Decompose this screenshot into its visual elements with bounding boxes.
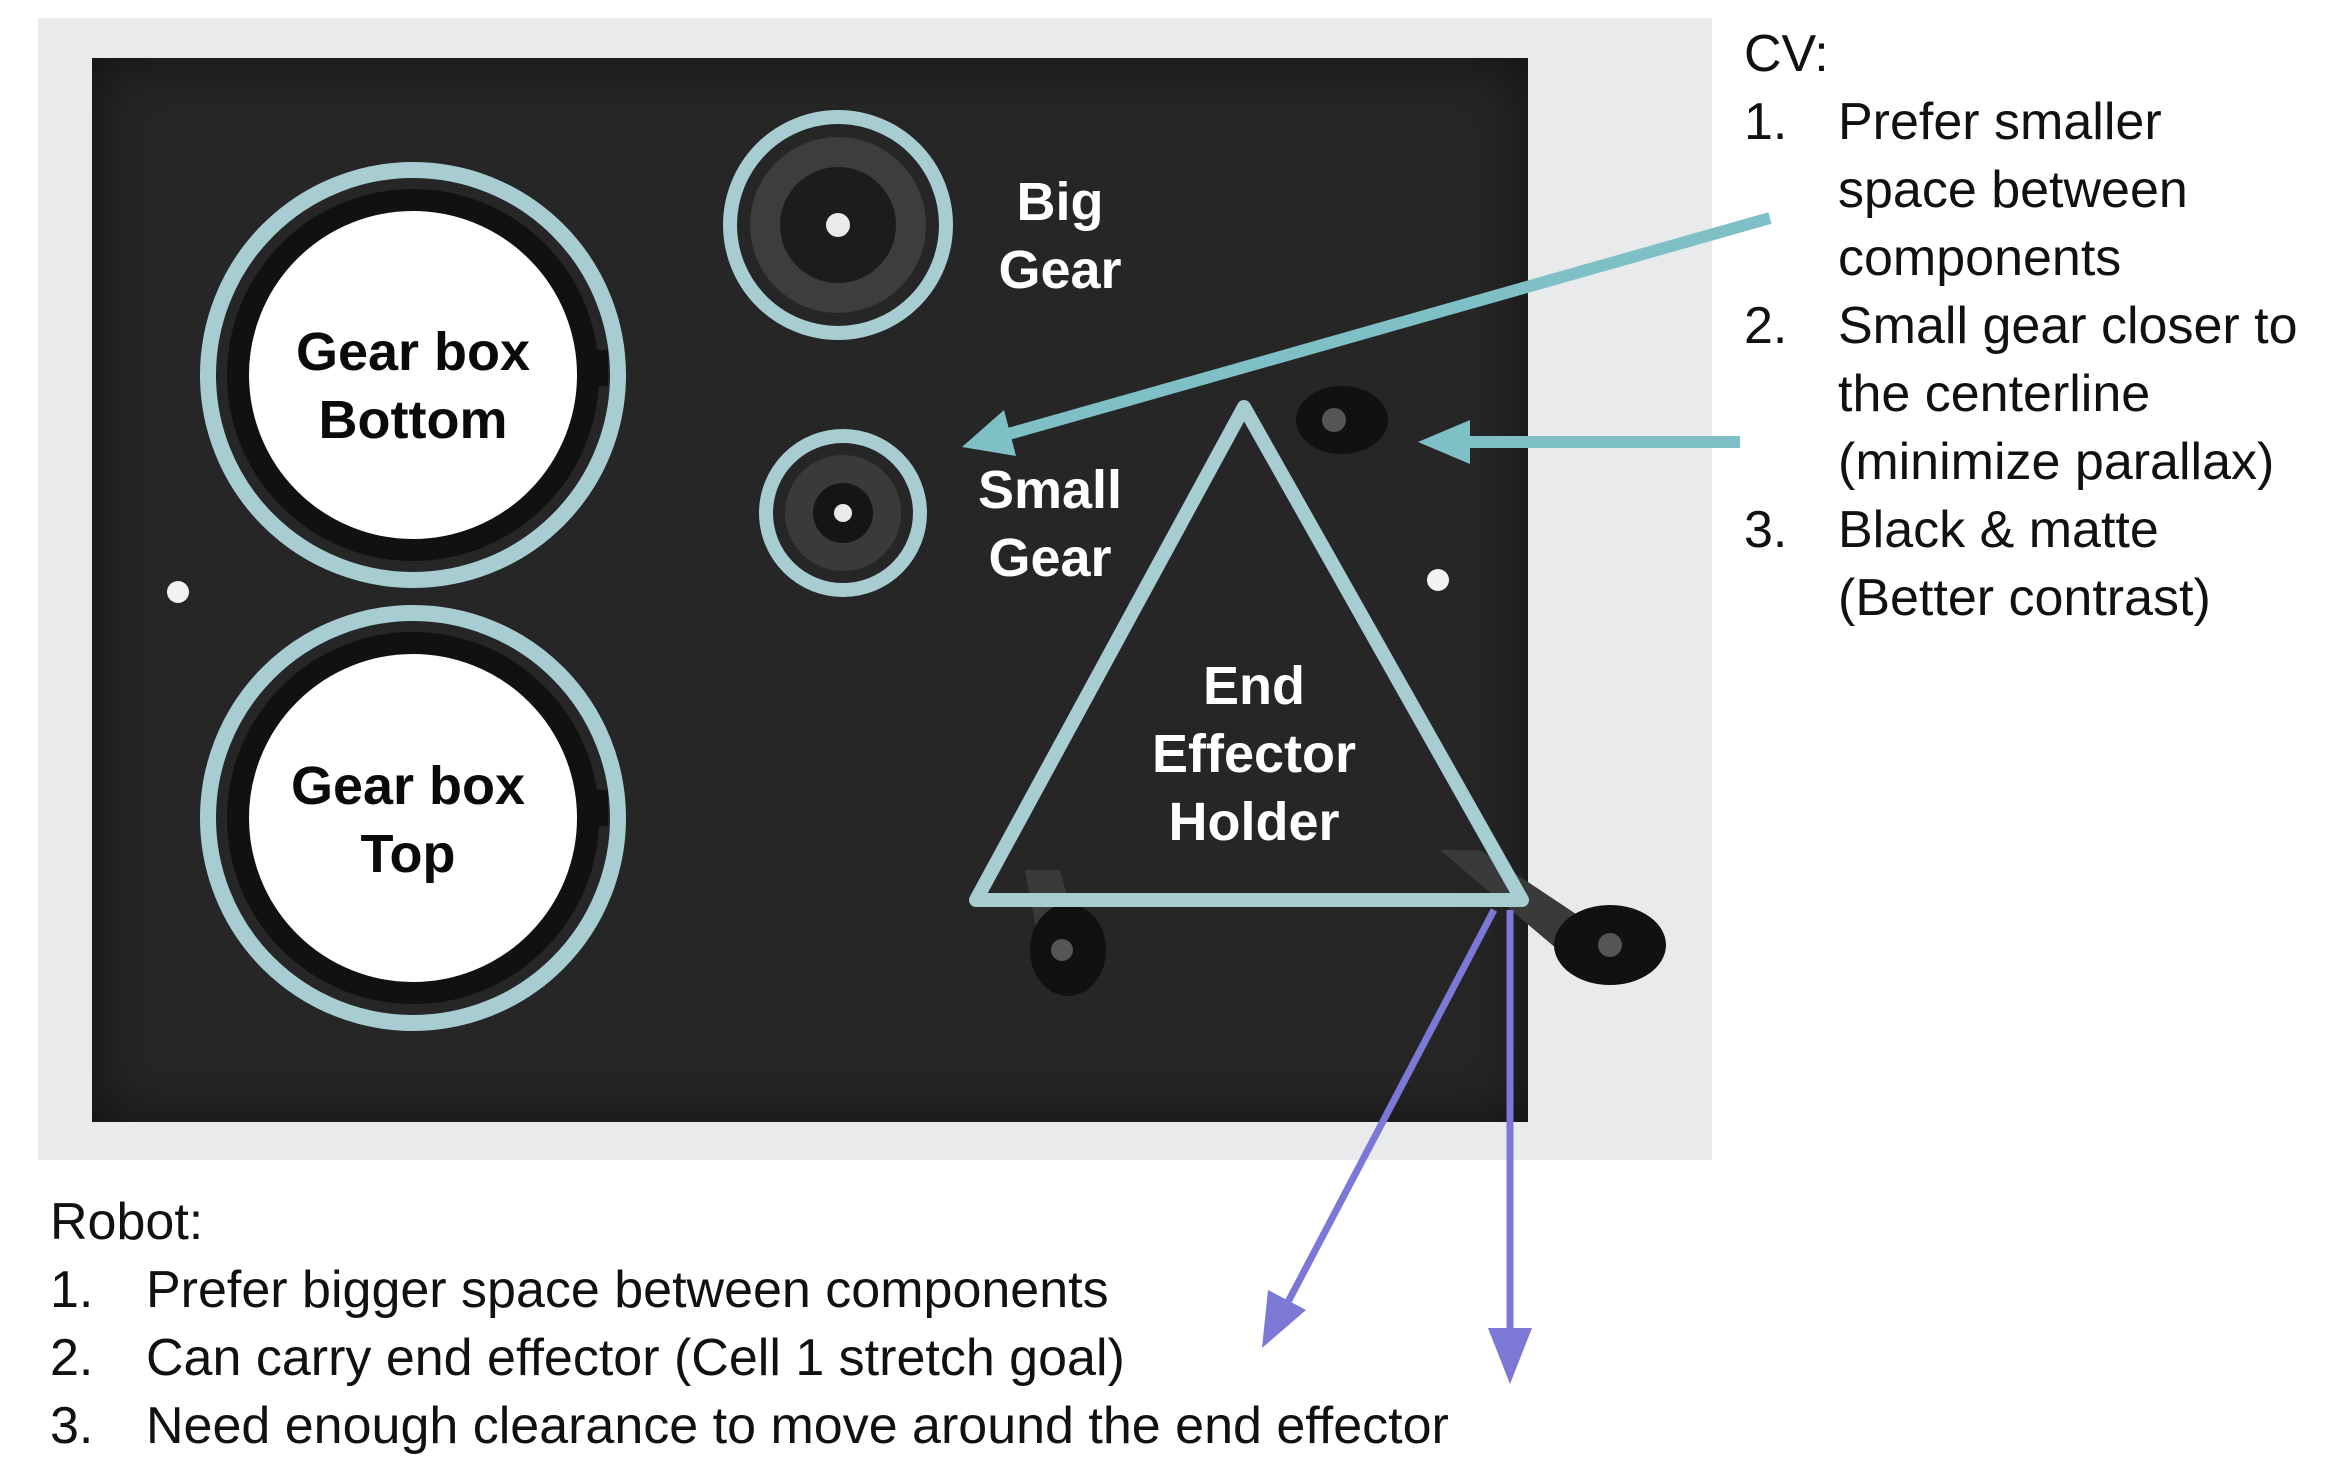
- mounting-hole-right: [1427, 569, 1449, 591]
- cv-item-3-number: 3.: [1744, 501, 1788, 559]
- cv-item-2-line-3: (minimize parallax): [1838, 433, 2275, 491]
- robot-item-3-text: Need enough clearance to move around the…: [146, 1397, 1449, 1455]
- small-gear-slot: [759, 429, 927, 597]
- end-effector-line-3: Holder: [1168, 792, 1340, 852]
- gearbox-bottom-line-2: Bottom: [318, 390, 508, 450]
- gearbox-top-line-1: Gear box: [290, 756, 526, 816]
- robot-item-2-text: Can carry end effector (Cell 1 stretch g…: [146, 1329, 1125, 1387]
- cv-item-2-line-1: Small gear closer to: [1838, 297, 2298, 355]
- cv-item-1-number: 1.: [1744, 93, 1788, 151]
- big-gear-line-1: Big: [1016, 172, 1104, 232]
- end-effector-line-2: Effector: [1151, 724, 1357, 784]
- cv-arrow-to-peg: [1418, 420, 1740, 464]
- cv-arrow-to-small-gear: [962, 212, 1772, 456]
- gearbox-bottom-slot: [200, 162, 626, 588]
- end-effector-holder-label: End Effector Holder: [1104, 652, 1404, 856]
- gearbox-top-line-2: Top: [360, 824, 456, 884]
- end-effector-holder-outline: [969, 400, 1529, 907]
- robot-arrow-vertical: [1488, 910, 1532, 1384]
- cv-item-3-line-2: (Better contrast): [1838, 569, 2211, 627]
- end-effector-line-1: End: [1203, 656, 1305, 716]
- small-gear-line-2: Gear: [988, 528, 1112, 588]
- big-gear-line-2: Gear: [998, 240, 1122, 300]
- cv-item-3-line-1: Black & matte: [1838, 501, 2159, 559]
- cv-item-1-line-1: Prefer smaller: [1838, 93, 2162, 151]
- big-gear-slot: [723, 110, 953, 340]
- cv-item-1-line-2: space between: [1838, 161, 2188, 219]
- cv-item-1-line-3: components: [1838, 229, 2122, 287]
- gearbox-top-slot: [200, 605, 626, 1031]
- robot-item-1-text: Prefer bigger space between components: [146, 1261, 1109, 1319]
- robot-title: Robot:: [50, 1193, 204, 1251]
- small-gear-line-1: Small: [977, 460, 1123, 520]
- gearbox-bottom-label: Gear box Bottom: [263, 318, 563, 454]
- cv-title: CV:: [1744, 25, 1829, 83]
- robot-arrow-diagonal: [1262, 908, 1498, 1348]
- small-gear-label: Small Gear: [950, 456, 1150, 592]
- robot-item-3-number: 3.: [50, 1397, 94, 1455]
- mounting-hole-left: [167, 581, 189, 603]
- big-gear-label: Big Gear: [960, 168, 1160, 304]
- cv-item-2-line-2: the centerline: [1838, 365, 2151, 423]
- gearbox-top-label: Gear box Top: [258, 752, 558, 888]
- robot-item-1-number: 1.: [50, 1261, 94, 1319]
- robot-item-2-number: 2.: [50, 1329, 94, 1387]
- gearbox-bottom-line-1: Gear box: [295, 322, 531, 382]
- cv-item-2-number: 2.: [1744, 297, 1788, 355]
